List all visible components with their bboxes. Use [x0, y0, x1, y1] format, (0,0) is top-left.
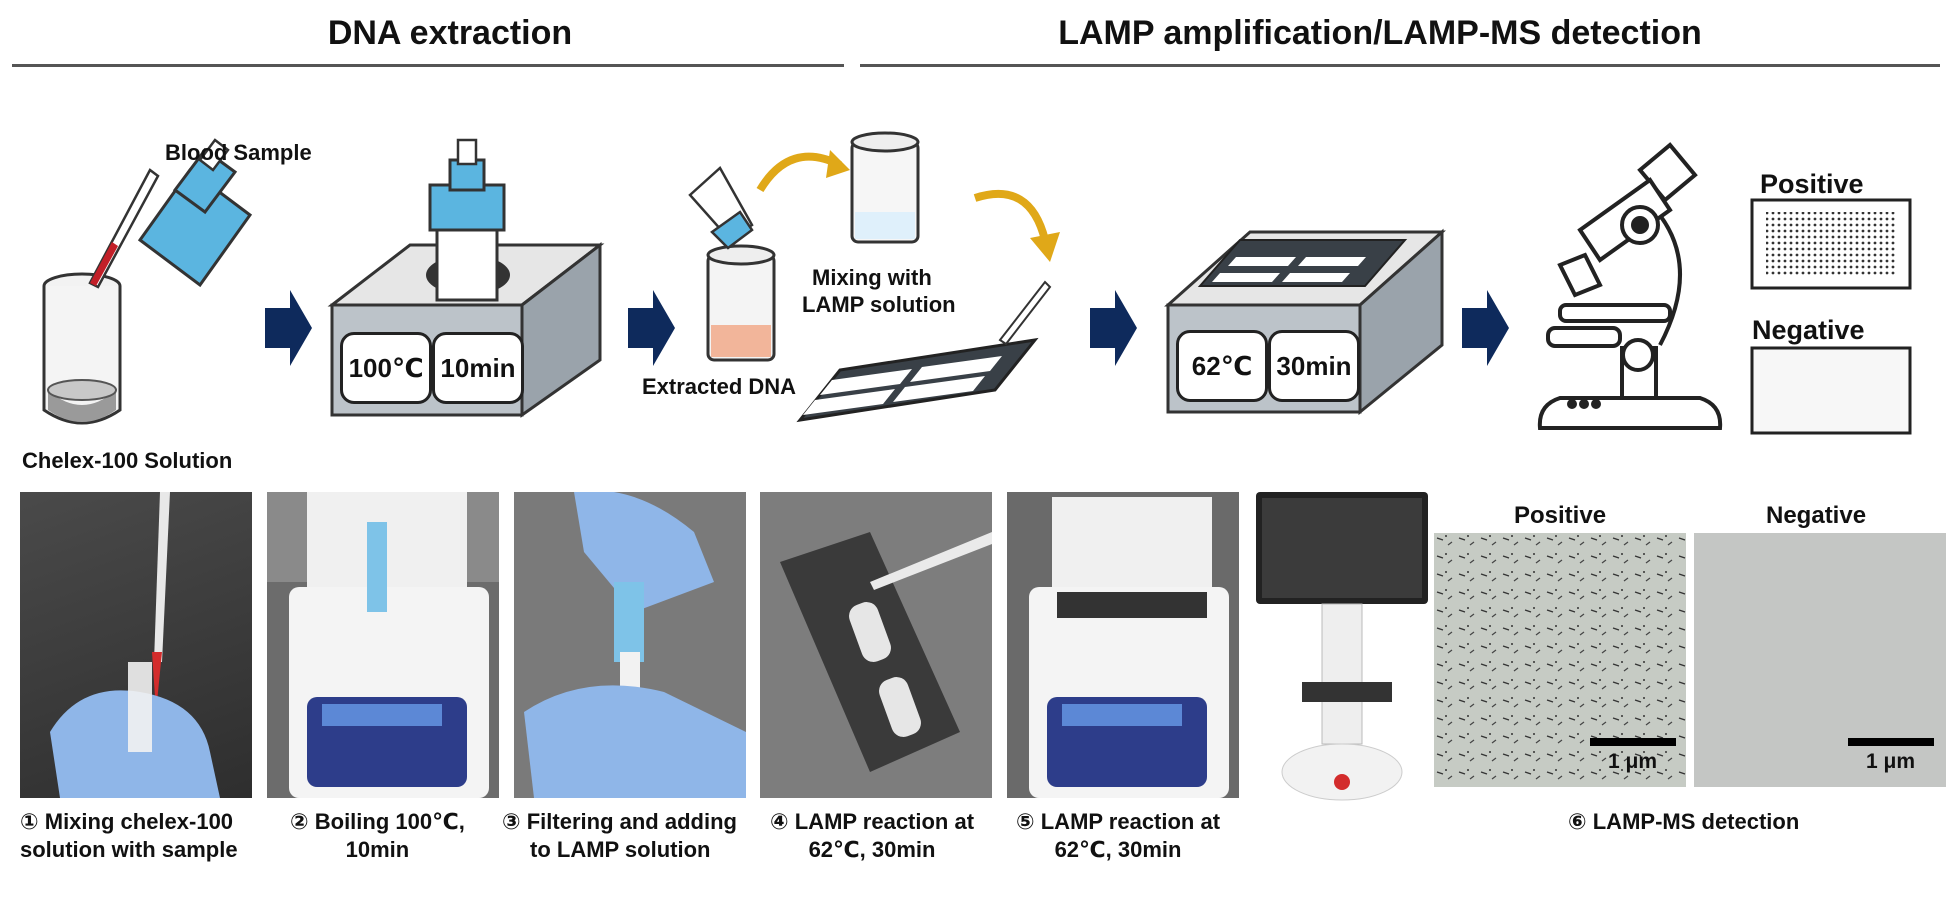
micrograph-negative — [1694, 533, 1946, 787]
negative-plate-icon — [1750, 346, 1912, 435]
scale-label-positive: 1 μm — [1608, 750, 1658, 773]
flow-arrow-1 — [265, 290, 312, 366]
blood-sample-syringe-icon — [137, 138, 253, 288]
caption-step-4: ④ LAMP reaction at 62℃, 30min — [770, 808, 974, 863]
photo-microscope — [1252, 492, 1432, 812]
positive-label: Positive — [1760, 169, 1864, 199]
photo-mixing-chelex — [20, 492, 252, 798]
photo-filtering — [514, 492, 746, 798]
caption-step-1: ① Mixing chelex-100 solution with sample — [20, 808, 238, 863]
flow-arrow-3 — [1090, 290, 1137, 366]
caption-step-5-line1: ⑤ LAMP reaction at — [1016, 809, 1221, 834]
chelex-tube-icon — [42, 272, 122, 425]
caption-step-4-line2: 62℃, 30min — [808, 836, 936, 862]
scale-bar-positive — [1590, 738, 1676, 746]
scale-bar-negative — [1848, 738, 1934, 746]
header-dna-extraction: DNA extraction — [327, 14, 573, 52]
lamp-temp-display: 62℃ — [1176, 330, 1268, 402]
blood-sample-label: Blood Sample — [165, 140, 312, 165]
chelex-solution-label: Chelex-100 Solution — [22, 448, 233, 473]
caption-step-6: ⑥ LAMP-MS detection — [1568, 808, 1799, 836]
photo-boiling — [267, 492, 499, 798]
mixing-label-line1: Mixing with — [812, 265, 932, 290]
workflow-diagram — [42, 131, 1912, 435]
caption-step-3: ③ Filtering and adding to LAMP solution — [502, 808, 737, 863]
pipette-icon — [88, 168, 160, 289]
header-divider-left — [12, 64, 844, 67]
caption-step-1-line2: solution with sample — [20, 836, 238, 862]
flow-arrow-2 — [628, 290, 675, 366]
photo-lamp-chip — [760, 492, 992, 798]
heat-temp-display: 100℃ — [340, 332, 432, 404]
caption-step-3-line1: ③ Filtering and adding — [502, 809, 737, 834]
curved-arrow-2-icon — [973, 189, 1049, 242]
lamp-chip-icon — [796, 280, 1052, 423]
caption-step-4-line1: ④ LAMP reaction at — [770, 809, 975, 834]
lamp-time-display: 30min — [1268, 330, 1360, 402]
caption-step-5-line2: 62℃, 30min — [1054, 836, 1182, 862]
extracted-dna-tube-icon — [688, 166, 776, 362]
mixing-label-line2: LAMP solution — [802, 292, 956, 317]
negative-label: Negative — [1752, 315, 1865, 345]
heat-time-display: 10min — [432, 332, 524, 404]
microscope-icon — [1537, 142, 1723, 430]
caption-step-2: ② Boiling 100℃, 10min — [290, 808, 465, 863]
caption-step-6-line1: ⑥ LAMP-MS detection — [1568, 809, 1800, 834]
caption-step-5: ⑤ LAMP reaction at 62℃, 30min — [1016, 808, 1220, 863]
header-lamp-detection: LAMP amplification/LAMP-MS detection — [1058, 14, 1702, 52]
caption-step-3-line2: to LAMP solution — [530, 836, 711, 862]
header-divider-right — [860, 64, 1940, 67]
photo-lamp-incubator — [1007, 492, 1239, 798]
micrograph-positive-label: Positive — [1514, 502, 1607, 529]
lamp-solution-tube-icon — [850, 131, 920, 244]
caption-step-1-line1: ① Mixing chelex-100 — [20, 809, 234, 834]
caption-step-2-line2: 10min — [345, 836, 410, 862]
micrograph-negative-label: Negative — [1766, 502, 1867, 529]
micrograph-positive — [1434, 533, 1686, 787]
extracted-dna-label: Extracted DNA — [642, 374, 797, 399]
flow-arrow-4 — [1462, 290, 1509, 366]
caption-step-2-line1: ② Boiling 100℃, — [290, 809, 465, 834]
scale-label-negative: 1 μm — [1866, 750, 1916, 773]
